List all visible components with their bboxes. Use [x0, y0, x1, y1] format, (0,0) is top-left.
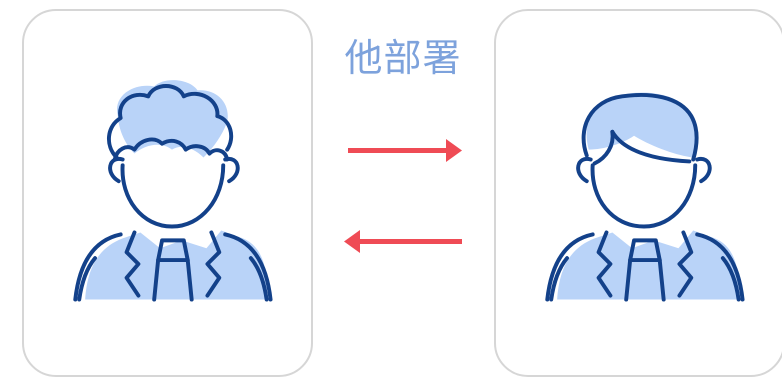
left-person-card: [22, 9, 313, 377]
arrow-right-icon: [348, 139, 462, 162]
arrow-left-icon: [344, 230, 462, 253]
businessman-short-hair-icon: [545, 92, 745, 302]
department-label: 他部署: [344, 36, 462, 80]
businessman-curly-hair-icon: [73, 80, 273, 302]
right-person-card: [494, 9, 782, 377]
